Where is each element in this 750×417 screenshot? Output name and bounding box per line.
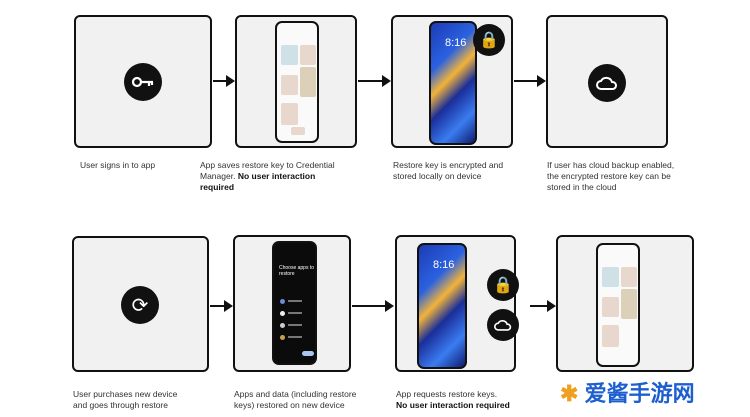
step-6-caption: Apps and data (including restore keys) r…: [234, 389, 357, 410]
arrow: [352, 300, 394, 312]
key-icon: [124, 63, 162, 101]
phone-app-screen: [275, 21, 319, 143]
step-7-caption: App requests restore keys.No user intera…: [396, 389, 510, 410]
arrow: [530, 300, 556, 312]
phone-app-screen: [596, 243, 640, 367]
step-8-box: [556, 235, 694, 372]
step-3-caption: Restore key is encrypted and stored loca…: [393, 160, 504, 181]
step-4-caption: If user has cloud backup enabled, the en…: [547, 160, 675, 192]
phone-lock-screen: 8:16: [429, 21, 477, 145]
phone-lock-screen: 8:16: [417, 243, 467, 369]
arrow: [210, 300, 233, 312]
step-4-box: [546, 15, 668, 148]
step-6-box: Choose apps to restore: [233, 235, 351, 372]
sync-icon: ⟳: [121, 286, 159, 324]
step-1-box: [74, 15, 212, 148]
step-3-box: 8:16 🔒: [391, 15, 513, 148]
cloud-icon: [588, 64, 626, 102]
restore-screen-title: Choose apps to restore: [279, 265, 315, 277]
arrow: [213, 75, 235, 87]
watermark-logo: ✱ 爱酱手游网: [560, 381, 695, 406]
step-2-caption: App saves restore key to Credential Mana…: [200, 160, 335, 192]
cloud-icon: [487, 309, 519, 341]
lock-icon: 🔒: [473, 24, 505, 56]
arrow: [358, 75, 391, 87]
phone-restore-screen: Choose apps to restore: [272, 241, 317, 365]
lock-icon: 🔒: [487, 269, 519, 301]
step-5-box: ⟳: [72, 236, 209, 372]
lock-screen-clock: 8:16: [445, 37, 467, 49]
lock-screen-clock: 8:16: [433, 259, 455, 271]
arrow: [514, 75, 546, 87]
step-2-box: [235, 15, 357, 148]
step-1-caption: User signs in to app: [80, 160, 156, 170]
step-7-box: 8:16 🔒: [395, 235, 519, 372]
step-5-caption: User purchases new device and goes throu…: [73, 389, 178, 410]
